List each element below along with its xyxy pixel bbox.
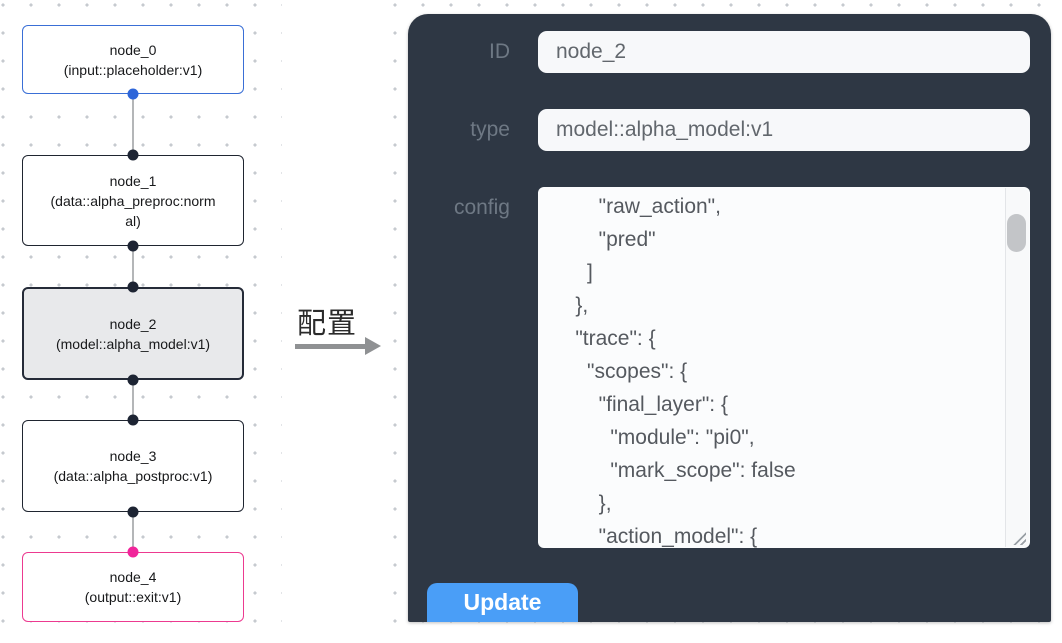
port-node4-in[interactable] <box>127 546 139 558</box>
config-panel: ID type config "raw_action", "pred" ] },… <box>408 14 1051 622</box>
right-arrow-head-icon <box>365 337 381 355</box>
config-label: config <box>453 196 510 219</box>
port-node0-out[interactable] <box>127 88 139 100</box>
node-subtitle: (data::alpha_preproc:normal) <box>50 192 216 229</box>
port-node2-out[interactable] <box>127 374 139 386</box>
flow-node-node_3[interactable]: node_3 (data::alpha_postproc:v1) <box>22 420 244 512</box>
flow-node-node_2-selected[interactable]: node_2 (model::alpha_model:v1) <box>22 287 244 380</box>
config-scrollbar-thumb[interactable] <box>1007 214 1026 252</box>
node-title: node_1 <box>109 172 157 189</box>
port-node3-out[interactable] <box>127 506 139 518</box>
node-title: node_2 <box>109 315 157 332</box>
update-button[interactable]: Update <box>427 583 578 622</box>
flow-node-node_0[interactable]: node_0 (input::placeholder:v1) <box>22 25 244 94</box>
node-subtitle: (model::alpha_model:v1) <box>55 335 211 352</box>
edge-node0-node1 <box>132 94 134 155</box>
node-title: node_0 <box>109 41 157 58</box>
port-node2-in[interactable] <box>127 281 139 293</box>
node-subtitle: (output::exit:v1) <box>84 589 182 605</box>
port-node3-in[interactable] <box>127 414 139 426</box>
config-arrow-label: 配置 <box>297 308 358 340</box>
config-scrollbar-track[interactable] <box>1005 188 1029 547</box>
port-node1-in[interactable] <box>127 149 139 161</box>
node-subtitle: (data::alpha_postproc:v1) <box>53 468 213 484</box>
id-input[interactable] <box>538 31 1030 73</box>
node-title: node_4 <box>109 569 157 585</box>
flow-node-node_4[interactable]: node_4 (output::exit:v1) <box>22 552 244 622</box>
node-subtitle: (input::placeholder:v1) <box>63 61 203 78</box>
type-input[interactable] <box>538 109 1030 151</box>
port-node1-out[interactable] <box>127 240 139 252</box>
right-arrow-icon <box>295 344 369 349</box>
id-label: ID <box>489 40 510 63</box>
node-title: node_3 <box>109 448 157 464</box>
config-textarea[interactable]: "raw_action", "pred" ] }, "trace": { "sc… <box>538 187 1030 548</box>
flow-node-node_1[interactable]: node_1 (data::alpha_preproc:normal) <box>22 155 244 246</box>
config-textarea-wrap: "raw_action", "pred" ] }, "trace": { "sc… <box>538 187 1030 548</box>
type-label: type <box>470 118 510 141</box>
